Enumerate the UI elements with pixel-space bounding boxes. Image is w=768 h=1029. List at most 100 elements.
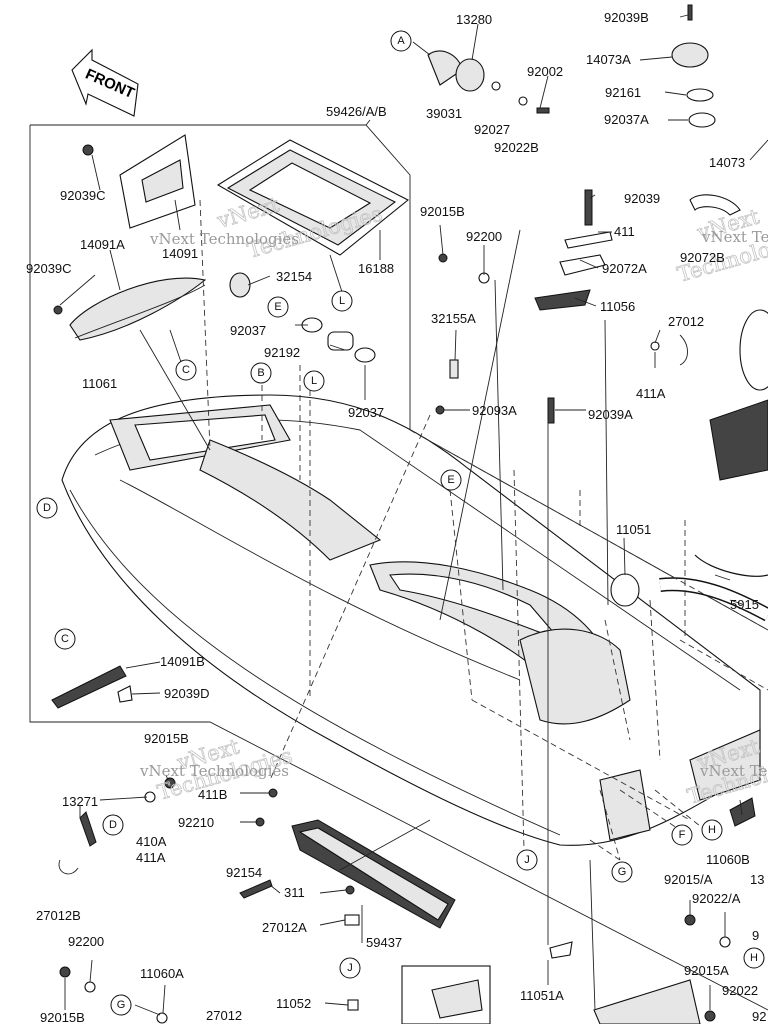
callout-letter: C [182,364,190,376]
part-label: 92015/A [664,872,713,887]
callout-circle: F [671,824,693,846]
callout-circle: E [267,296,289,318]
seat-right-icon [739,309,768,391]
part-label: 92039 [624,191,660,206]
callout-letter: C [61,633,69,645]
part-label: 11052 [276,996,311,1011]
part-label: 11060B [706,852,750,867]
part-label: 411B [198,787,227,802]
callout-circle: G [110,994,132,1016]
part-label: 92015A [684,963,729,978]
part-label: 59426/A/B [326,104,387,119]
part-label: 92022B [494,140,539,155]
part-label: 92037A [604,112,649,127]
part-label: 92 [752,1009,766,1024]
part-label: 92015B [420,204,465,219]
part-labels: 92039B1328014073A92002921613903192027920… [26,10,766,1025]
part-label: 411A [636,386,666,401]
part-label: 92154 [226,865,262,880]
part-label: 410A [136,834,167,849]
callout-circle: L [303,370,325,392]
part-label: 14073A [586,52,631,67]
watermark-text-2: vNext Technologies [701,228,768,246]
callout-letter: L [339,295,345,307]
watermark-text-4: vNext Technologies [699,762,768,780]
part-label: 92039A [588,407,633,422]
part-label: 92200 [68,934,104,949]
callout-circle: E [440,469,462,491]
part-label: 92015B [144,731,189,746]
part-label: 32154 [276,269,312,284]
part-label: 92210 [178,815,214,830]
part-label: 39031 [426,106,462,121]
part-label: 92192 [264,345,300,360]
part-label: 27012A [262,920,307,935]
callout-letter: D [109,819,117,831]
callout-circle: D [36,497,58,519]
part-label: 92039C [60,188,106,203]
part-label: 11056 [600,299,635,314]
part-label: 16188 [358,261,394,276]
ring-92161-icon [686,88,714,102]
part-label: 11051 [616,522,651,537]
callout-letter: J [347,962,353,974]
part-label: 11060A [140,966,184,981]
callout-letter: D [43,502,51,514]
part-label: 92037 [348,405,384,420]
part-label: 92037 [230,323,266,338]
part-label: 27012 [206,1008,242,1023]
enclosure-border [30,124,768,631]
band-92072B-icon [689,194,741,216]
callout-circle: D [102,814,124,836]
part-label: 13280 [456,12,492,27]
part-label: 92022/A [692,891,741,906]
part-label: 92022 [722,983,758,998]
callout-letter: J [524,854,530,866]
grill-right-icon [709,399,768,481]
callout-letter: G [618,866,627,878]
part-label: 92027 [474,122,510,137]
part-label: 14091 [162,246,198,261]
part-label: 92200 [466,229,502,244]
part-label: 411 [614,224,635,239]
callout-circle: J [339,957,361,979]
part-label: 411A [136,850,166,865]
part-label: 311 [284,885,305,900]
part-label: 59437 [366,935,402,950]
strip-14091B-icon [51,665,127,709]
part-label: 27012 [668,314,704,329]
cap-14073A-icon [671,42,709,68]
part-label: 92039B [604,10,649,25]
callout-letter: G [117,999,126,1011]
part-label: 13 [750,872,764,887]
part-label: 27012B [36,908,81,923]
part-label: 14091A [80,237,125,252]
part-label: 13271 [62,794,98,809]
callout-circle: A [390,30,412,52]
hull-body-icon [61,394,761,846]
callout-circle: C [175,359,197,381]
callout-circle: J [516,849,538,871]
step-59437-icon [291,819,456,929]
front-arrow-icon: FRONT [71,48,139,117]
watermark-text-1: vNext Technologies [149,230,299,248]
callout-letter: H [708,824,716,836]
callout-letter: E [274,301,281,313]
callout-letter: B [257,367,264,379]
part-label: 92015B [40,1010,85,1024]
part-label: 11051A [520,988,564,1003]
part-label: 92072A [602,261,647,276]
leader-lines [59,14,768,1016]
part-label: 92002 [527,64,563,79]
callout-letter: E [447,474,454,486]
callout-circle: H [701,819,723,841]
clip-11051-icon [610,573,640,607]
callout-letter: F [679,829,686,841]
callout-circle: G [611,861,633,883]
part-label: 92161 [605,85,641,100]
part-label: 32155A [431,311,476,326]
callout-circle: L [331,290,353,312]
